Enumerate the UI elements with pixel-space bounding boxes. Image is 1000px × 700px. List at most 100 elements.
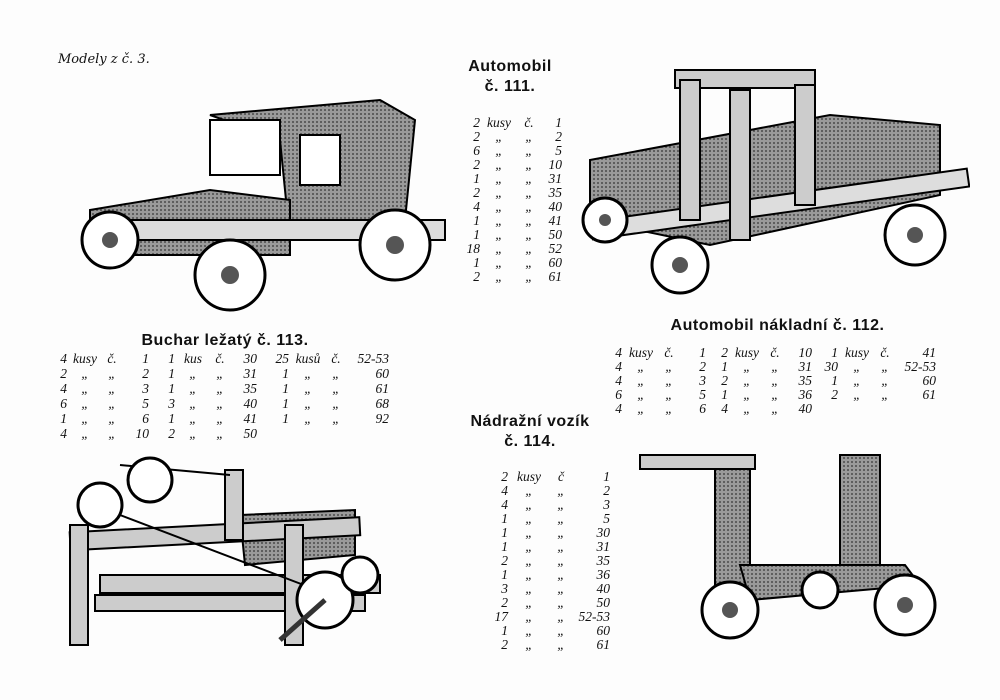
part-number: 61: [548, 269, 563, 284]
part-number-label: „: [108, 426, 116, 441]
part-row: 1„„60: [488, 624, 610, 638]
part-number: 10: [798, 345, 813, 360]
part-quantity: 1: [282, 396, 289, 411]
part-number-label: „: [557, 609, 565, 624]
part-number: 5: [142, 396, 149, 411]
part-unit: „: [189, 411, 197, 426]
part-number-label: „: [525, 241, 533, 256]
part-number-label: „: [525, 213, 533, 228]
part-number: 92: [375, 411, 390, 426]
part-number: 5: [555, 143, 562, 158]
part-number-label: „: [216, 366, 224, 381]
part-quantity: 1: [282, 381, 289, 396]
part-row: 3„„40: [488, 582, 610, 596]
part-quantity: 4: [501, 497, 508, 512]
part-row: 1„„30: [488, 526, 610, 540]
part-number: 40: [243, 396, 258, 411]
part-number: 52-53: [357, 351, 390, 366]
part-number-label: „: [557, 637, 565, 652]
model-111-number: č. 111.: [484, 78, 536, 95]
part-number-label: „: [332, 396, 340, 411]
part-row: 1„„50: [462, 228, 562, 242]
part-number-label: „: [665, 359, 673, 374]
part-number-label: „: [557, 511, 565, 526]
part-number: 61: [596, 637, 611, 652]
part-quantity: 1: [60, 411, 67, 426]
part-number-label: „: [332, 366, 340, 381]
part-row: 1„„31: [716, 360, 812, 374]
part-number-label: „: [216, 381, 224, 396]
part-unit: „: [304, 396, 312, 411]
part-quantity: 1: [501, 623, 508, 638]
part-unit: „: [495, 157, 503, 172]
part-number-label: „: [108, 411, 116, 426]
part-number-label: „: [771, 387, 779, 402]
part-unit: „: [81, 411, 89, 426]
part-unit: „: [525, 567, 533, 582]
part-row: 1„„41: [462, 214, 562, 228]
part-quantity: 1: [473, 171, 480, 186]
part-unit: „: [189, 426, 197, 441]
part-row: 1„„5: [488, 512, 610, 526]
part-number: 36: [596, 567, 611, 582]
part-unit: „: [637, 387, 645, 402]
part-number-label: „: [216, 411, 224, 426]
part-number: 50: [243, 426, 258, 441]
part-row: 1„„36: [488, 568, 610, 582]
part-row: 2„„61: [488, 638, 610, 652]
part-unit: kus: [184, 351, 202, 366]
part-row: 2„„50: [488, 596, 610, 610]
part-row: 4„„40: [716, 402, 812, 416]
part-unit: kusy: [629, 345, 653, 360]
part-unit: „: [743, 373, 751, 388]
part-unit: „: [495, 213, 503, 228]
vozik-114-illustration: [639, 454, 937, 640]
part-quantity: 1: [501, 539, 508, 554]
part-row: 3„„40: [163, 396, 257, 411]
part-number: 41: [922, 345, 937, 360]
part-number: 60: [548, 255, 563, 270]
part-number-label: „: [557, 595, 565, 610]
part-row: 2„„35: [488, 554, 610, 568]
part-quantity: 1: [501, 511, 508, 526]
part-number-label: „: [665, 401, 673, 416]
part-number: 31: [798, 359, 813, 374]
part-number-label: „: [525, 227, 533, 242]
part-number: 31: [548, 171, 563, 186]
part-number-label: „: [557, 623, 565, 638]
model-113-title: Buchar ležatý č. 113.: [141, 332, 309, 349]
part-number: 6: [142, 411, 149, 426]
part-number-label: „: [557, 539, 565, 554]
part-unit: „: [189, 366, 197, 381]
part-unit: „: [189, 381, 197, 396]
part-row: 2„„35: [716, 374, 812, 388]
part-unit: „: [743, 387, 751, 402]
part-row: 4„„10: [55, 426, 149, 441]
series-label: Modely z č. 3.: [58, 52, 150, 67]
part-quantity: 18: [466, 241, 481, 256]
part-number: 10: [135, 426, 150, 441]
part-quantity: 2: [501, 469, 508, 484]
part-quantity: 2: [501, 553, 508, 568]
part-number: 10: [548, 157, 563, 172]
part-number: 40: [596, 581, 611, 596]
part-number: 60: [596, 623, 611, 638]
part-unit: „: [495, 269, 503, 284]
part-quantity: 2: [501, 595, 508, 610]
part-number: 40: [798, 401, 813, 416]
part-unit: „: [525, 511, 533, 526]
part-quantity: 4: [615, 345, 622, 360]
part-number: 36: [798, 387, 813, 402]
part-quantity: 1: [501, 567, 508, 582]
part-unit: „: [743, 401, 751, 416]
part-quantity: 2: [831, 387, 838, 402]
part-unit: „: [495, 143, 503, 158]
part-unit: „: [495, 185, 503, 200]
part-unit: „: [495, 199, 503, 214]
part-number: 50: [548, 227, 563, 242]
part-unit: kusy: [73, 351, 97, 366]
